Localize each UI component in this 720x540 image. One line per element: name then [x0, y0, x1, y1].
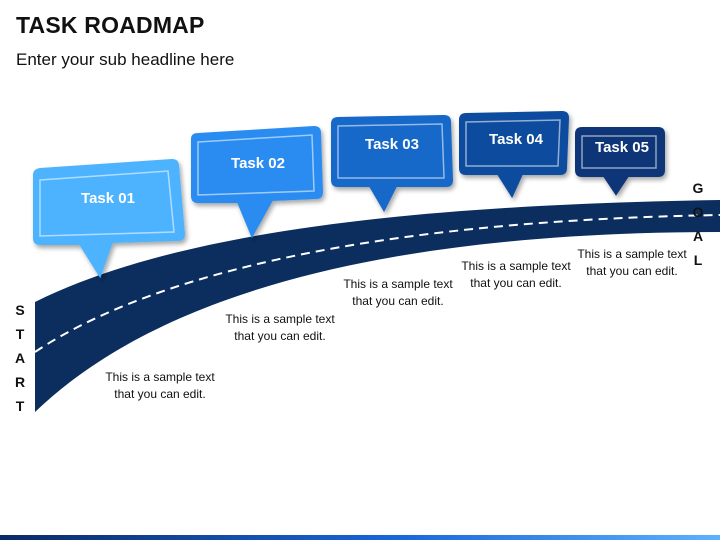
task-description-04: This is a sample text that you can edit.	[461, 259, 571, 290]
page-subtitle: Enter your sub headline here	[16, 50, 235, 69]
task-bubble-04	[459, 110, 570, 199]
page-title: TASK ROADMAP	[16, 12, 205, 38]
road	[35, 200, 720, 412]
task-label-01: Task 01	[81, 190, 135, 207]
task-label-03: Task 03	[365, 136, 419, 153]
task-description-02: This is a sample text that you can edit.	[225, 312, 335, 343]
start-label: S T A R T	[14, 302, 26, 414]
bottom-accent-bar	[0, 535, 720, 540]
task-description-05: This is a sample text that you can edit.	[577, 247, 687, 278]
task-bubble-02	[191, 125, 324, 239]
task-bubble-05	[575, 127, 665, 196]
task-description-01: This is a sample text that you can edit.	[105, 370, 215, 401]
task-label-02: Task 02	[231, 155, 285, 172]
task-label-04: Task 04	[489, 131, 543, 148]
task-bubble-01	[33, 158, 186, 279]
task-label-05: Task 05	[595, 139, 649, 156]
task-bubble-03	[331, 114, 454, 213]
task-description-03: This is a sample text that you can edit.	[343, 277, 453, 308]
goal-label: G O A L	[692, 180, 704, 268]
